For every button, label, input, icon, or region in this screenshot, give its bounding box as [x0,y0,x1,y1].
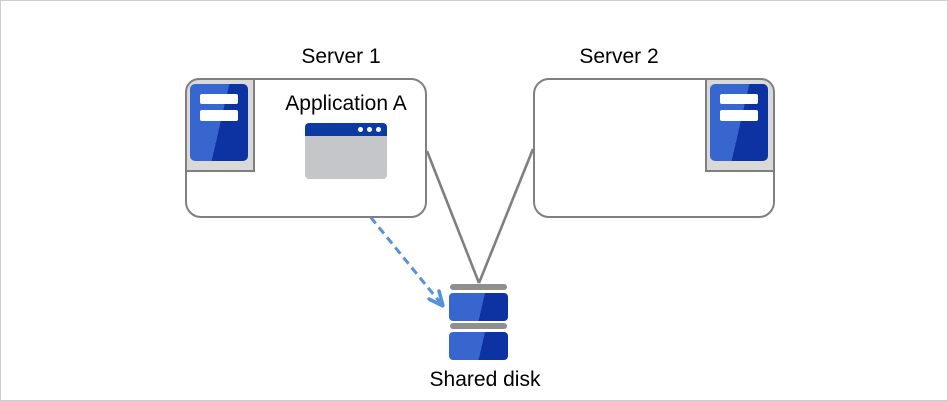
server-slot-icon [720,110,758,121]
server-tower-icon [190,84,248,161]
app-window-icon [305,123,387,179]
disk-cap [450,323,507,329]
connector-server1-to-disk [425,150,481,284]
server2-chip [705,78,775,172]
disk-cap [450,284,507,290]
application-a-label: Application A [285,92,407,115]
server-tower-icon [710,84,768,161]
server-slot-icon [200,94,238,104]
disk-platter [449,293,508,321]
window-dot-icon [358,127,363,132]
server-slot-icon [200,110,238,121]
server-slot-icon [720,94,758,104]
disk-platter [449,332,508,360]
server2-label: Server 2 [579,45,659,68]
window-dot-icon [367,127,372,132]
app-window-titlebar [305,123,387,136]
window-dot-icon [376,127,381,132]
server1-chip [185,78,255,172]
connector-server2-to-disk [477,148,535,284]
shared-disk-icon [449,284,508,360]
app-window-body [305,136,387,179]
server1-label: Server 1 [301,45,381,68]
shared-disk-label: Shared disk [429,368,541,391]
